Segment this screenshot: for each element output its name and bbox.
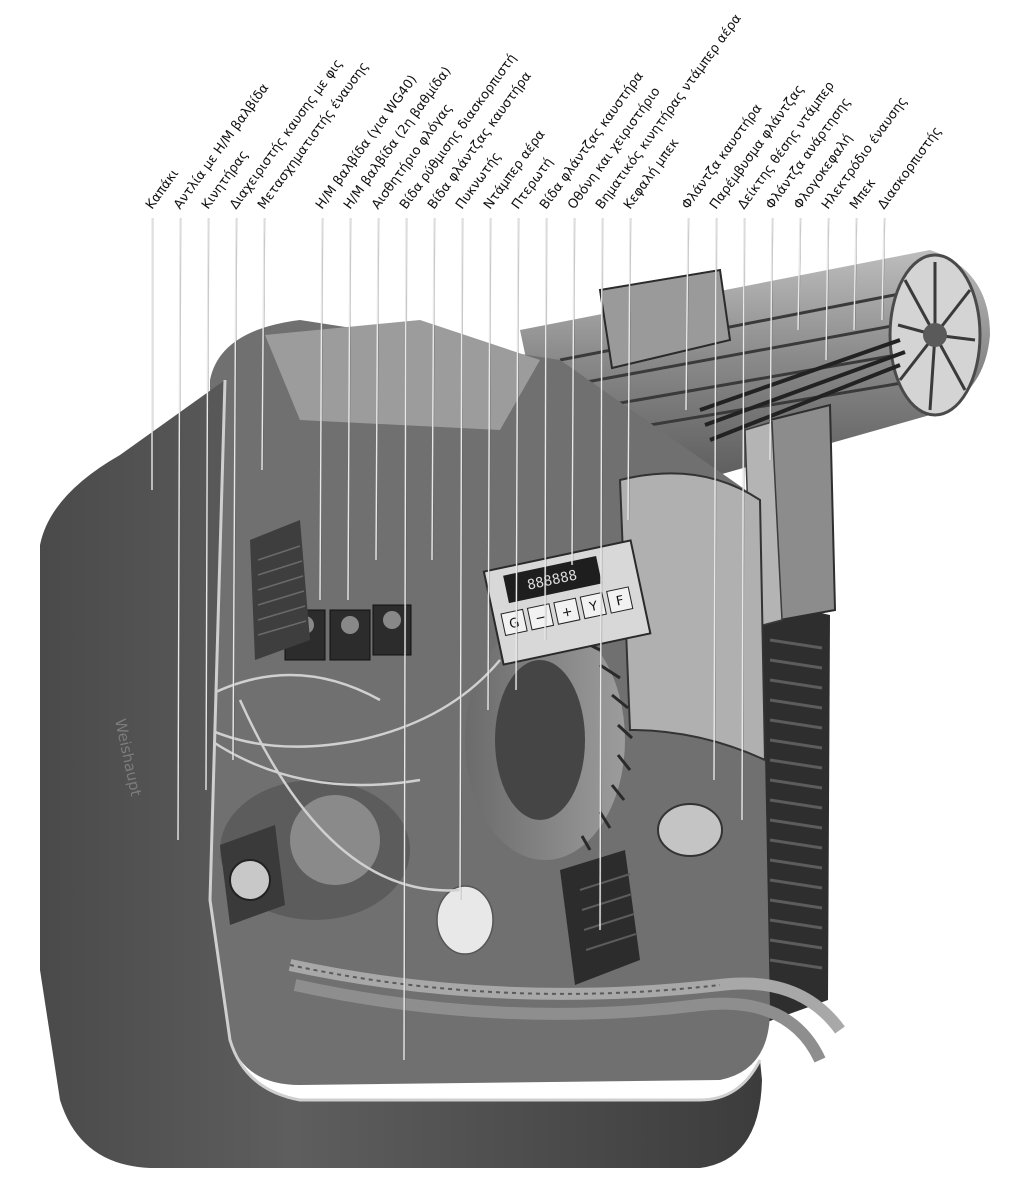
leader-line-shadow [742,217,746,821]
leader-line [261,217,265,471]
display-key-f[interactable]: F [615,593,625,609]
leader-line [177,217,181,841]
leader-line [571,217,575,566]
nozzle-rods [699,338,906,442]
leader-line-shadow [262,217,266,471]
leader-lines [151,217,886,1061]
leader-line [627,217,631,521]
leader-line [713,217,717,781]
leader-line [769,217,773,461]
leader-line-shadow [826,217,830,361]
leader-line [515,217,519,691]
mounting-flange [598,268,732,370]
leader-line [431,217,435,561]
capacitor [436,885,494,955]
leader-line-shadow [206,217,210,791]
leader-line [205,217,209,791]
leader-line [403,217,407,1061]
leader-line-shadow [628,217,632,521]
leader-line [797,217,801,331]
leader-line-shadow [488,217,492,711]
transformer-grid [257,545,307,636]
leader-line-shadow [348,217,352,601]
leader-line-shadow [320,217,324,601]
leader-line-shadow [516,217,520,691]
hose-braid [289,964,721,995]
leader-line-shadow [376,217,380,561]
display-screen [503,555,602,604]
leader-line [825,217,829,361]
oil-hose-2 [293,979,826,1063]
wiring [189,659,501,892]
leader-line [853,217,857,331]
pump-dial [229,859,271,901]
leader-line [881,217,885,321]
housing-top [265,320,540,430]
leader-line-shadow [798,217,802,331]
leader-line-shadow [404,217,408,1061]
cover-cut-edge [208,379,762,1102]
leader-line-shadow [854,217,858,331]
display-key-plus[interactable]: + [560,604,574,621]
leader-line-shadow [686,217,690,411]
leader-line-shadow [432,217,436,561]
nozzle [923,323,947,347]
damper-indicator [657,803,723,857]
display-keys: G − + Y F [500,586,634,637]
display-key-y[interactable]: Y [587,599,599,616]
transformer [250,520,310,660]
leader-line [685,217,689,411]
display-key-g[interactable]: G [508,616,521,633]
leader-line [487,217,491,711]
leader-line-shadow [545,217,548,641]
electronics-plate [618,472,767,762]
leader-line-shadow [572,217,576,566]
leader-line-shadow [600,217,604,931]
burner-illustration: 888888 G − + Y F [40,250,990,1168]
label-group: Καπάκι Αντλία με Η/Μ βαλβίδα Κινητήρας Δ… [143,11,945,212]
leader-line [232,217,237,761]
leader-line-shadow [882,217,886,321]
leader-line-shadow [770,217,774,461]
leader-line [319,217,323,601]
leader-line [347,217,351,601]
stepper-motor-fins [579,873,637,951]
leader-line-shadow [178,217,182,841]
fan-wheel-inner [495,660,585,820]
leader-line-shadow [714,217,718,781]
leader-line-shadow [233,217,238,761]
leader-line [741,217,745,821]
leader-line [375,217,379,561]
tube-ribs [559,288,926,437]
leader-line [459,217,463,901]
leader-line [544,217,547,641]
leader-line-shadow [460,217,464,901]
display-panel-contents: 888888 G − + Y F [500,555,634,637]
cover [40,380,762,1168]
leader-line [599,217,603,931]
air-intake-fins [769,638,823,970]
display-key-minus[interactable]: − [534,610,548,627]
